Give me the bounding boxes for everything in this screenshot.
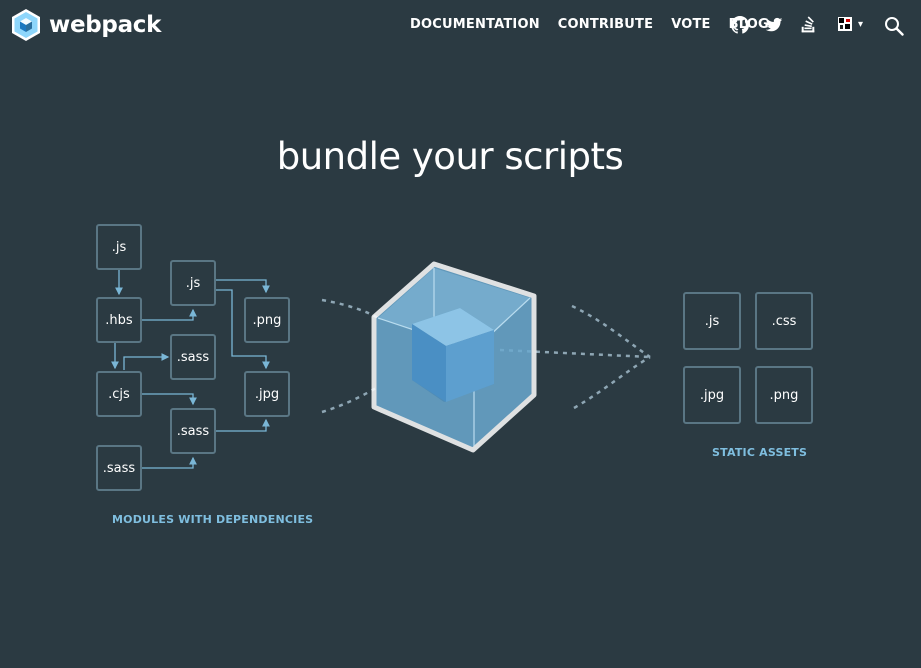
asset-file-js: .js	[683, 292, 741, 350]
module-file-png: .png	[244, 297, 290, 343]
module-file-js: .js	[170, 260, 216, 306]
module-file-hbs: .hbs	[96, 297, 142, 343]
webpack-cube	[374, 264, 534, 450]
module-file-sass: .sass	[170, 334, 216, 380]
module-file-js: .js	[96, 224, 142, 270]
assets-caption: STATIC ASSETS	[712, 446, 807, 459]
module-file-sass: .sass	[170, 408, 216, 454]
module-file-jpg: .jpg	[244, 371, 290, 417]
asset-file-jpg: .jpg	[683, 366, 741, 424]
modules-caption: MODULES WITH DEPENDENCIES	[112, 513, 313, 526]
module-file-sass: .sass	[96, 445, 142, 491]
asset-file-css: .css	[755, 292, 813, 350]
asset-file-png: .png	[755, 366, 813, 424]
module-file-cjs: .cjs	[96, 371, 142, 417]
